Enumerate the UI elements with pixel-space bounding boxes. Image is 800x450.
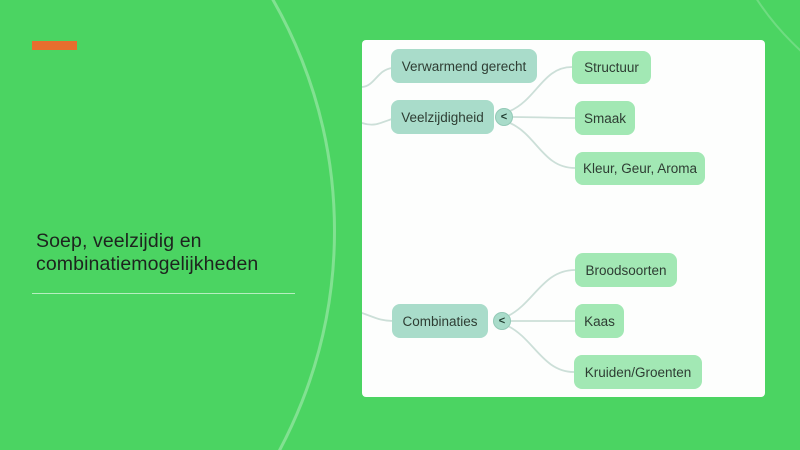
node-label: Kruiden/Groenten — [584, 364, 692, 380]
node-label: Verwarmend gerecht — [401, 58, 527, 74]
title-divider — [32, 293, 295, 294]
node-broodsoorten: Broodsoorten — [575, 253, 677, 287]
mindmap-connectors — [362, 66, 576, 373]
collapse-button-veelzijdigheid[interactable]: < — [495, 108, 513, 126]
accent-bar — [32, 41, 77, 50]
node-smaak: Smaak — [575, 101, 635, 135]
node-kaas: Kaas — [575, 304, 624, 338]
collapse-button-combinaties[interactable]: < — [493, 312, 511, 330]
collapse-chevron-icon: < — [500, 111, 508, 123]
background-circle-arc — [0, 0, 336, 450]
mindmap-panel: Verwarmend gerecht Veelzijdigheid < Stru… — [362, 40, 765, 397]
node-label: Combinaties — [402, 313, 478, 329]
node-label: Broodsoorten — [585, 262, 667, 278]
node-kleur-geur-aroma: Kleur, Geur, Aroma — [575, 152, 705, 185]
collapse-chevron-icon: < — [498, 315, 506, 327]
node-verwarmend-gerecht: Verwarmend gerecht — [391, 49, 537, 83]
node-veelzijdigheid: Veelzijdigheid — [391, 100, 494, 134]
slide-title: Soep, veelzijdig en combinatiemogelijkhe… — [36, 230, 259, 275]
node-kruiden-groenten: Kruiden/Groenten — [574, 355, 702, 389]
node-label: Kaas — [584, 313, 615, 329]
node-label: Kleur, Geur, Aroma — [582, 161, 698, 176]
node-structuur: Structuur — [572, 51, 651, 84]
node-label: Veelzijdigheid — [401, 109, 484, 125]
node-label: Smaak — [583, 110, 627, 126]
node-label: Structuur — [584, 60, 639, 75]
node-combinaties: Combinaties — [392, 304, 488, 338]
